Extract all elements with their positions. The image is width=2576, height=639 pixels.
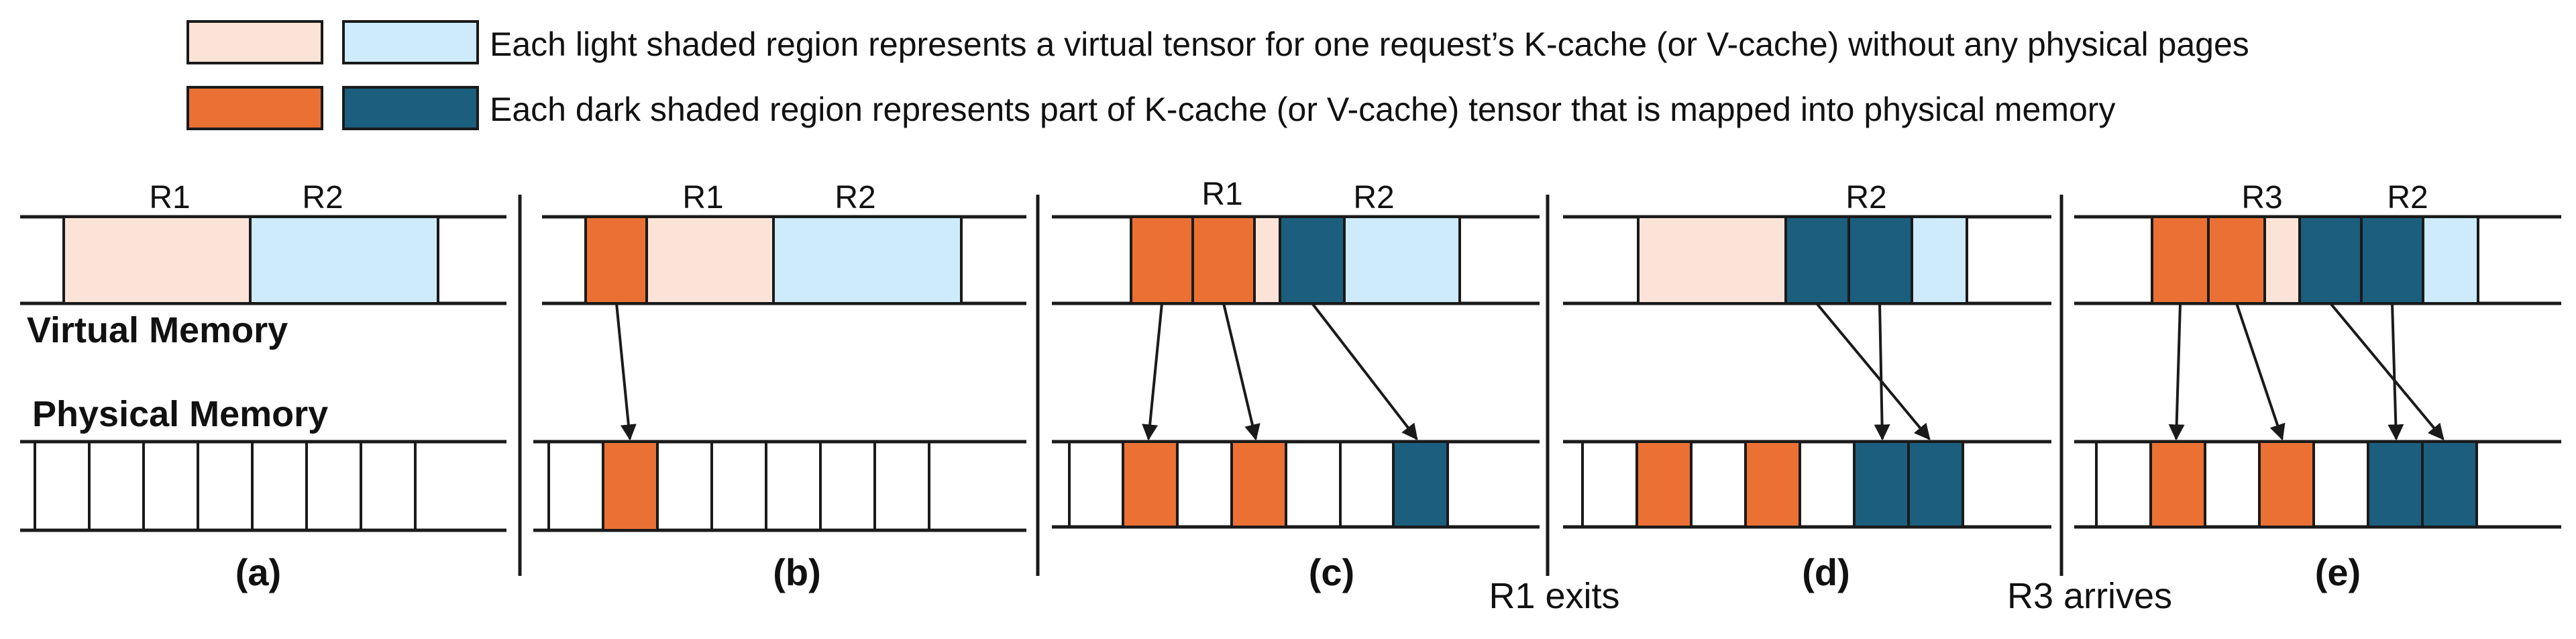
- physical-page-r1: [1122, 440, 1179, 528]
- physical-page-r3: [2149, 440, 2206, 528]
- physical-page-r2: [2421, 440, 2478, 528]
- legend-dark-text: Each dark shaded region represents part …: [490, 91, 2115, 128]
- request-label: R1: [682, 180, 723, 215]
- r3-mapped-page: [2151, 215, 2210, 305]
- r3-mapped-page: [2207, 215, 2266, 305]
- virtual-memory-label: Virtual Memory: [27, 310, 288, 350]
- r2-mapped-page: [2298, 215, 2363, 305]
- physical-page-r1: [602, 440, 659, 532]
- r2-mapped-page: [1847, 215, 1913, 305]
- legend-light-blue-swatch: [342, 20, 479, 64]
- r1-mapped-page: [1130, 215, 1194, 305]
- r1-mapped-page: [584, 215, 648, 305]
- mapping-arrow: [2329, 302, 2445, 440]
- physical-page-r2: [1853, 440, 1910, 528]
- freed-virtual-region: [1637, 215, 1787, 305]
- physical-page-freed: [1635, 440, 1693, 528]
- r2-mapped-page: [2360, 215, 2424, 305]
- legend-light-orange-swatch: [186, 20, 323, 64]
- panel-d: R2 (d): [1563, 180, 2051, 593]
- panel-c: R1 R2 (c): [1052, 177, 1540, 593]
- r2-mapped-page: [1279, 215, 1346, 305]
- request-label: R1: [149, 180, 190, 215]
- request-label: R2: [1845, 180, 1886, 215]
- legend-dark-orange-swatch: [186, 86, 323, 130]
- request-label: R2: [2387, 180, 2428, 215]
- physical-pages: [547, 442, 930, 530]
- mapping-arrow: [1311, 302, 1418, 440]
- panel-a: R1 R2 (a): [20, 180, 506, 593]
- physical-page-freed: [1744, 440, 1801, 528]
- mapping-arrow: [1874, 303, 1890, 441]
- r1-mapped-page: [1191, 215, 1256, 305]
- event-label-r3-arrives: R3 arrives: [2007, 576, 2172, 616]
- physical-pages: [34, 442, 417, 530]
- physical-page-r2: [1907, 440, 1964, 528]
- mapping-arrow: [615, 303, 637, 441]
- request-label: R2: [302, 180, 343, 215]
- physical-page-r1: [1230, 440, 1287, 528]
- mapping-arrow: [2168, 303, 2185, 441]
- request-label: R2: [835, 180, 875, 215]
- panel-separators: [518, 195, 2063, 576]
- mapping-arrow: [1142, 303, 1163, 441]
- request-label: R1: [1201, 177, 1242, 212]
- mapping-arrow: [2235, 303, 2286, 441]
- physical-pages: [1068, 442, 1342, 527]
- request-label: R2: [1353, 180, 1394, 215]
- r1-virtual-region: [62, 215, 252, 305]
- request-label: R3: [2241, 180, 2282, 215]
- panel-caption: (a): [235, 551, 281, 593]
- event-label-r1-exits: R1 exits: [1489, 576, 1619, 616]
- physical-page-r2: [2367, 440, 2424, 528]
- panel-e: R3 R2 (e): [2074, 180, 2561, 593]
- mapping-arrow: [2387, 303, 2404, 441]
- panel-caption: (d): [1802, 551, 1850, 593]
- physical-memory-label: Physical Memory: [32, 394, 328, 434]
- mapping-arrow: [1222, 303, 1260, 441]
- panel-caption: (b): [773, 551, 821, 593]
- r2-mapped-page: [1784, 215, 1850, 305]
- r2-virtual-region: [772, 215, 963, 305]
- legend-dark-blue-swatch: [342, 86, 479, 130]
- panel-b: R1 R2 (b): [533, 180, 1026, 593]
- r2-virtual-region: [249, 215, 439, 305]
- legend-light-text: Each light shaded region represents a vi…: [490, 26, 2249, 63]
- mapping-arrow: [1815, 302, 1931, 440]
- panel-caption: (c): [1309, 551, 1354, 593]
- physical-page-r2: [1392, 440, 1449, 528]
- panel-caption: (e): [2315, 551, 2361, 593]
- legend: Each light shaded region represents a vi…: [186, 20, 2249, 130]
- physical-page-r3: [2258, 440, 2315, 528]
